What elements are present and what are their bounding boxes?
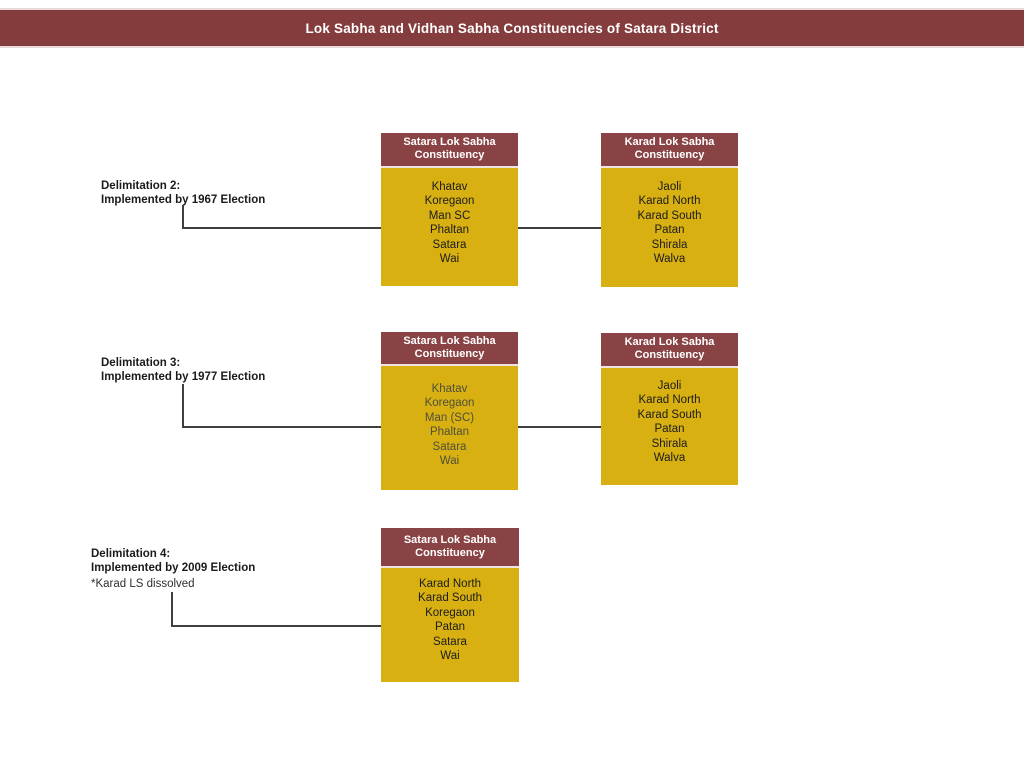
constituency-item: Wai — [439, 253, 460, 266]
box-satara-2009: Satara Lok Sabha Constituency Karad Nort… — [381, 528, 519, 682]
link-line-satara-karad-1 — [518, 227, 601, 229]
connector-horizontal-3 — [171, 625, 381, 627]
box-satara-1977-list: Khatav Koregaon Man (SC) Phaltan Satara … — [381, 366, 518, 490]
constituency-item: Patan — [434, 621, 466, 634]
page-title: Lok Sabha and Vidhan Sabha Constituencie… — [305, 20, 719, 36]
delimitation-3-line2: Implemented by 1977 Election — [101, 371, 266, 383]
constituency-item: Karad North — [638, 394, 701, 407]
constituency-item: Koregaon — [424, 195, 475, 208]
delimitation-2-line1: Delimitation 2: — [101, 180, 181, 192]
connector-vertical-3 — [171, 592, 173, 627]
constituency-item: Patan — [654, 224, 685, 237]
constituency-item: Karad South — [637, 209, 702, 222]
link-line-satara-karad-2 — [518, 426, 602, 428]
box-satara-1977: Satara Lok Sabha Constituency Khatav Kor… — [381, 332, 518, 490]
constituency-item: Shirala — [651, 437, 688, 450]
constituency-item: Jaoli — [657, 380, 682, 392]
box-satara-1967-title: Satara Lok Sabha Constituency — [403, 136, 496, 161]
constituency-item: Patan — [654, 423, 685, 436]
constituency-item: Shirala — [651, 238, 688, 251]
constituency-item: Satara — [432, 440, 467, 453]
box-satara-2009-list: Karad North Karad South Koregaon Patan S… — [381, 568, 519, 682]
constituency-item: Koregaon — [424, 397, 475, 410]
connector-vertical-1 — [182, 205, 184, 229]
constituency-item: Karad South — [637, 408, 702, 421]
box-satara-2009-header: Satara Lok Sabha Constituency — [381, 528, 519, 568]
constituency-item: Man (SC) — [424, 411, 475, 424]
constituency-item: Phaltan — [429, 224, 469, 237]
label-delimitation-4: Delimitation 4: Implemented by 2009 Elec… — [91, 547, 321, 591]
delimitation-4-line1: Delimitation 4: — [91, 548, 171, 560]
box-satara-2009-title: Satara Lok Sabha Constituency — [403, 533, 497, 559]
box-karad-1967: Karad Lok Sabha Constituency Jaoli Karad… — [601, 133, 738, 287]
box-satara-1977-header: Satara Lok Sabha Constituency — [381, 332, 518, 366]
box-satara-1967-header: Satara Lok Sabha Constituency — [381, 133, 518, 168]
delimitation-3-line1: Delimitation 3: — [101, 357, 181, 369]
box-karad-1967-list: Jaoli Karad North Karad South Patan Shir… — [601, 168, 738, 287]
delimitation-2-line2: Implemented by 1967 Election — [101, 194, 266, 206]
constituency-item: Khatav — [431, 383, 468, 395]
label-delimitation-2: Delimitation 2: Implemented by 1967 Elec… — [101, 179, 331, 207]
box-karad-1977-header: Karad Lok Sabha Constituency — [601, 333, 738, 368]
connector-horizontal-1 — [182, 227, 381, 229]
constituency-item: Jaoli — [657, 181, 682, 193]
box-satara-1967-list: Khatav Koregaon Man SC Phaltan Satara Wa… — [381, 168, 518, 286]
box-karad-1977-list: Jaoli Karad North Karad South Patan Shir… — [601, 368, 738, 485]
constituency-item: Wai — [440, 650, 460, 663]
constituency-item: Khatav — [431, 181, 468, 193]
title-bar: Lok Sabha and Vidhan Sabha Constituencie… — [0, 8, 1024, 48]
constituency-item: Walva — [653, 253, 686, 266]
constituency-item: Phaltan — [429, 426, 469, 439]
box-satara-1967: Satara Lok Sabha Constituency Khatav Kor… — [381, 133, 518, 286]
label-delimitation-3: Delimitation 3: Implemented by 1977 Elec… — [101, 356, 331, 384]
constituency-item: Satara — [432, 238, 467, 251]
constituency-item: Walva — [653, 452, 686, 465]
constituency-item: Satara — [433, 635, 467, 648]
box-karad-1967-header: Karad Lok Sabha Constituency — [601, 133, 738, 168]
constituency-item: Koregaon — [425, 606, 475, 619]
connector-horizontal-2 — [182, 426, 381, 428]
constituency-item: Karad North — [418, 578, 481, 590]
delimitation-4-note: *Karad LS dissolved — [91, 578, 195, 590]
box-karad-1977-title: Karad Lok Sabha Constituency — [624, 336, 715, 361]
box-karad-1967-title: Karad Lok Sabha Constituency — [624, 136, 715, 161]
constituency-item: Karad North — [638, 195, 701, 208]
constituency-item: Man SC — [428, 209, 471, 222]
connector-vertical-2 — [182, 384, 184, 428]
constituency-item: Karad South — [418, 592, 482, 605]
box-satara-1977-title: Satara Lok Sabha Constituency — [403, 334, 496, 360]
delimitation-4-line2: Implemented by 2009 Election — [91, 562, 256, 574]
constituency-item: Wai — [439, 455, 460, 468]
box-karad-1977: Karad Lok Sabha Constituency Jaoli Karad… — [601, 333, 738, 485]
